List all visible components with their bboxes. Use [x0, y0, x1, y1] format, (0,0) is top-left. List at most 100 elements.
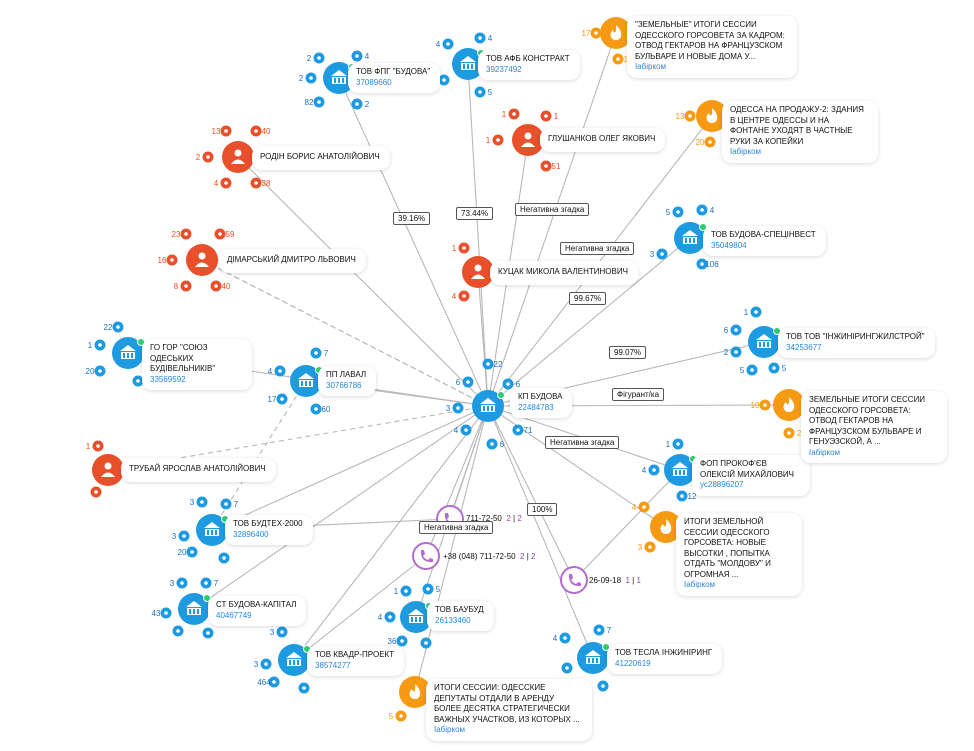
edge-label[interactable]: Негативна згадка: [515, 203, 590, 216]
node-label-art3[interactable]: ЗЕМЕЛЬНЫЕ ИТОГИ СЕССИИ ОДЕССКОГО ГОРСОВЕ…: [801, 391, 947, 463]
node-ph2[interactable]: [412, 542, 440, 570]
edge-kp-budteh[interactable]: [211, 405, 489, 531]
edge-ph2-kvadr[interactable]: [293, 555, 427, 661]
badge-dot: [660, 252, 664, 256]
node-label-inzh[interactable]: ТОВ ТОВ "ІНЖИНІРИНГЖИЛСТРОЙ"34253677: [778, 328, 935, 358]
node-trubay[interactable]: 1: [86, 440, 124, 498]
person-node-circle[interactable]: [222, 141, 254, 173]
edge-kp-ph3[interactable]: [487, 405, 575, 581]
person-node-circle[interactable]: [186, 244, 218, 276]
edge-kp-kapital[interactable]: [193, 405, 489, 610]
node-name: ТОВ КВАДР-ПРОЕКТ: [315, 650, 395, 659]
node-tesla[interactable]: 47: [553, 624, 612, 692]
node-label-trubay[interactable]: ТРУБАЙ ЯРОСЛАВ АНАТОЛІЙОВИЧ: [121, 458, 276, 482]
node-ph3[interactable]: [560, 566, 588, 594]
phone-node-circle[interactable]: [412, 542, 440, 570]
badge-count: 1: [394, 587, 399, 596]
edge-ph3-prok[interactable]: [573, 469, 681, 581]
edge-label[interactable]: 39.16%: [393, 212, 431, 225]
node-code: 32896400: [233, 529, 269, 539]
flame-icon: [706, 108, 718, 123]
person-node-circle[interactable]: [92, 454, 124, 486]
node-label-soyuz[interactable]: ГО ГОР "СОЮЗ ОДЕСЬКИХ БУДІВЕЛЬНИКІВ"3356…: [142, 339, 252, 390]
node-label-kutsak[interactable]: КУЦАК МИКОЛА ВАЛЕНТИНОВИЧ: [490, 261, 638, 285]
edge-label[interactable]: 99.07%: [609, 346, 647, 359]
node-label-art5[interactable]: ИТОГИ СЕССИИ: ОДЕССКИЕ ДЕПУТАТЫ ОТДАЛИ В…: [426, 679, 592, 741]
edge-label[interactable]: Фігурант/ка: [612, 388, 665, 401]
node-name: ТОВ БУДТЕХ-2000: [233, 519, 303, 528]
badge-count: 2: [307, 54, 312, 63]
edge-kp-afb[interactable]: [467, 63, 489, 407]
badge-count: 4: [553, 634, 558, 643]
badge-count: 3: [190, 498, 195, 507]
phone-node-circle[interactable]: [560, 566, 588, 594]
badge-count: 12: [688, 492, 697, 501]
badge-dot: [442, 78, 446, 82]
node-code: 34253677: [786, 342, 822, 352]
phone-label-1[interactable]: 711-72-50 2 | 2: [466, 514, 522, 523]
edge-kp-fpg[interactable]: [338, 77, 489, 407]
edge-kp-art1[interactable]: [487, 32, 617, 407]
badge-dot: [680, 494, 684, 498]
edge-kp-rodin[interactable]: [237, 156, 489, 407]
node-soyuz[interactable]: 2212089: [86, 321, 153, 387]
edge-label[interactable]: Негативна згадка: [545, 436, 620, 449]
edge-kp-tesla[interactable]: [487, 405, 594, 659]
phone-label-2[interactable]: +38 (048) 711-72-50 2 | 2: [443, 552, 536, 561]
edge-kp-kutsak[interactable]: [477, 271, 489, 407]
edge-label[interactable]: 99.67%: [569, 292, 607, 305]
node-code: 40467749: [216, 610, 252, 620]
phone-label-3[interactable]: 26-09-18 1 | 1: [589, 576, 641, 585]
node-art4[interactable]: 43: [632, 501, 682, 553]
person-node-circle[interactable]: [512, 124, 544, 156]
node-label-fpg[interactable]: ТОВ ФПГ "БУДОВА"37089660: [348, 63, 441, 93]
edge-label[interactable]: 100%: [527, 503, 558, 516]
badge-dot: [180, 581, 184, 585]
edge-label[interactable]: Негативна згадка: [419, 521, 494, 534]
node-label-art1[interactable]: "ЗЕМЕЛЬНЫЕ" ИТОГИ СЕССИИ ОДЕССКОГО ГОРСО…: [627, 16, 797, 78]
edge-kp-ph1[interactable]: [449, 405, 489, 520]
node-name: ФОП ПРОКОФ'ЄВ ОЛЕКСІЙ МИХАЙЛОВИЧ: [700, 459, 794, 479]
node-label-art4[interactable]: ИТОГИ ЗЕМЕЛЬНОЙ СЕССИИ ОДЕССКОГО ГОРСОВЕ…: [676, 513, 802, 596]
edge-label[interactable]: Негативна згадка: [560, 242, 635, 255]
person-node-circle[interactable]: [462, 256, 494, 288]
edge-kp-specinvest[interactable]: [487, 237, 691, 407]
phone-icon: [420, 550, 433, 563]
node-art3[interactable]: 102: [751, 389, 805, 439]
node-label-art2[interactable]: ОДЕССА НА ПРОДАЖУ-2: ЗДАНИЯ В ЦЕНТРЕ ОДЕ…: [722, 101, 878, 163]
node-kutsak[interactable]: 14: [452, 242, 494, 302]
node-label-dimar[interactable]: ДІМАРСЬКИЙ ДМИТРО ЛЬВОВИЧ: [219, 249, 366, 273]
edge-kp-kvadr[interactable]: [293, 405, 489, 661]
edge-label[interactable]: 73.44%: [456, 207, 494, 220]
edge-kp-trubay[interactable]: [107, 405, 489, 471]
node-name: ГО ГОР "СОЮЗ ОДЕСЬКИХ БУДІВЕЛЬНИКІВ": [150, 343, 216, 373]
badge-count: 16: [158, 256, 167, 265]
node-label-glush[interactable]: ГЛУШАНКОВ ОЛЕГ ЯКОВИЧ: [540, 128, 666, 152]
badge-count: 3: [254, 660, 259, 669]
node-label-rodin[interactable]: РОДІН БОРИС АНАТОЛІЙОВИЧ: [252, 146, 390, 170]
